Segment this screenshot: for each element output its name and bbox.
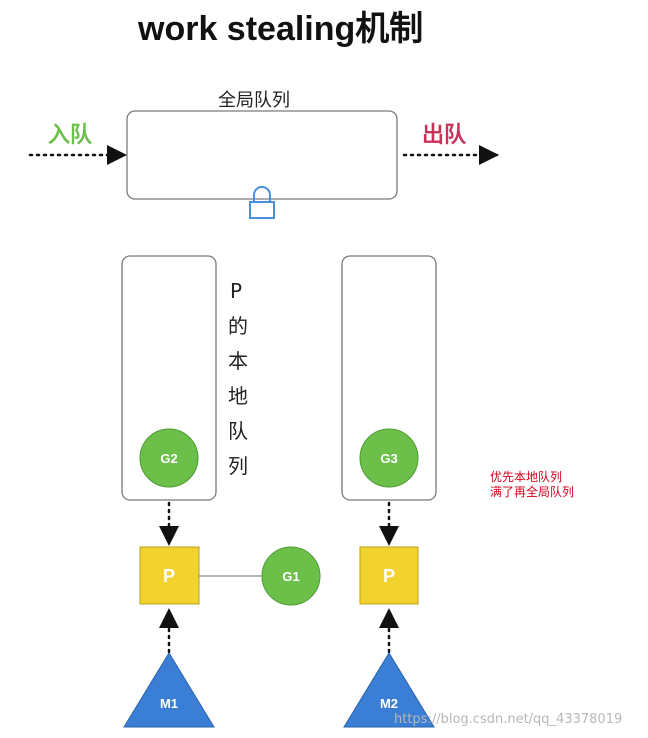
machine-m2: M2 — [343, 652, 435, 728]
note-line-1: 优先本地队列 — [490, 469, 562, 484]
machine-m1: M1 — [123, 652, 215, 728]
local-queue-label-char: 本 — [228, 349, 248, 373]
watermark: https://blog.csdn.net/qq_43378019 — [394, 712, 622, 727]
machine-m1-label: M1 — [160, 696, 178, 711]
machine-m2-label: M2 — [380, 696, 398, 711]
local-queue-box-right — [341, 255, 437, 501]
local-queue-label-char: 的 — [228, 314, 248, 338]
note-line-2: 满了再全局队列 — [490, 484, 574, 499]
global-queue-label: 全局队列 — [218, 90, 290, 111]
local-queue-label-char: 队 — [228, 419, 248, 443]
processor-left-label: P — [163, 566, 175, 586]
goroutine-g1: G1 — [261, 546, 321, 606]
diagram-title: work stealing机制 — [137, 10, 423, 48]
goroutine-g2-label: G2 — [160, 451, 177, 466]
goroutine-g2: G2 — [139, 428, 199, 488]
goroutine-g3: G3 — [359, 428, 419, 488]
local-queue-label-char: P — [230, 279, 242, 303]
processor-right: P — [359, 546, 419, 605]
global-queue-box — [126, 110, 398, 200]
dequeue-label: 出队 — [422, 123, 467, 148]
goroutine-g3-label: G3 — [380, 451, 397, 466]
local-queue-label-char: 地 — [228, 384, 248, 408]
local-queue-label-char: 列 — [228, 454, 248, 478]
lock-icon — [249, 186, 275, 219]
processor-right-label: P — [383, 566, 395, 586]
local-queue-vertical-label: P 的 本 地 队 列 — [228, 279, 248, 478]
processor-left: P — [139, 546, 200, 605]
local-queue-box-left — [121, 255, 217, 501]
goroutine-g1-label: G1 — [282, 569, 299, 584]
enqueue-label: 入队 — [48, 123, 93, 148]
